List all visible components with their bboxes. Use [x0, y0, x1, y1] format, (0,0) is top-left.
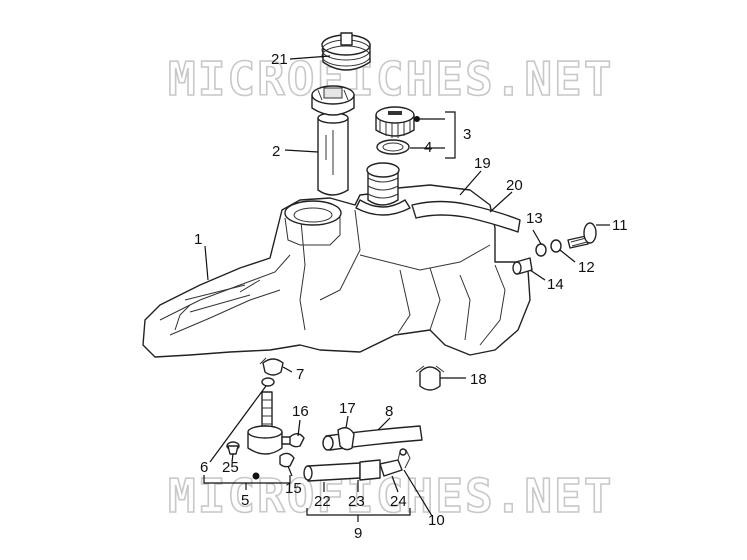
screw	[567, 222, 597, 249]
label-15: 15	[285, 480, 302, 497]
label-5: 5	[241, 492, 249, 509]
breather-tube	[411, 200, 521, 233]
clip-16	[289, 433, 305, 448]
label-18: 18	[470, 371, 487, 388]
label-2: 2	[272, 143, 280, 160]
label-17: 17	[339, 400, 356, 417]
clip-7	[259, 357, 284, 376]
watermark-top: MICROFICHES.NET	[168, 52, 613, 106]
label-24: 24	[390, 493, 407, 510]
label-3: 3	[463, 126, 471, 143]
washer	[550, 239, 562, 253]
hose-assembly-9	[303, 448, 411, 482]
label-25: 25	[222, 459, 239, 476]
label-12: 12	[578, 259, 595, 276]
o-ring-6	[261, 377, 275, 387]
label-16: 16	[292, 403, 309, 420]
gasket	[376, 139, 410, 155]
label-20: 20	[506, 177, 523, 194]
hose-clamp-large	[415, 365, 445, 391]
label-23: 23	[348, 493, 365, 510]
label-11: 11	[612, 217, 628, 234]
clip-17	[337, 427, 355, 451]
label-13: 13	[526, 210, 543, 227]
label-10: 10	[428, 512, 445, 529]
leader-lines	[203, 55, 610, 522]
gauge-cover	[321, 32, 371, 71]
callout-labels: 21 2 3 4 19 20 13 11 12 14 1 7 18 8 16 1…	[194, 51, 628, 542]
fuel-gauge-sender	[311, 85, 355, 196]
filler-neck	[355, 162, 411, 216]
label-4: 4	[424, 139, 432, 156]
label-7: 7	[296, 366, 304, 383]
tap-marker	[252, 472, 260, 480]
label-6: 6	[200, 459, 208, 476]
label-14: 14	[547, 276, 564, 293]
label-19: 19	[474, 155, 491, 172]
label-8: 8	[385, 403, 393, 420]
clip-15	[279, 452, 295, 468]
grommet	[512, 257, 533, 275]
label-9: 9	[354, 525, 362, 542]
fuel-tap	[247, 391, 297, 455]
fuel-cap	[375, 106, 415, 138]
label-22: 22	[314, 493, 331, 510]
label-1: 1	[194, 231, 202, 248]
fuel-tank	[142, 184, 531, 358]
label-21: 21	[271, 51, 288, 68]
screw-25	[226, 441, 240, 455]
nut	[535, 243, 547, 257]
